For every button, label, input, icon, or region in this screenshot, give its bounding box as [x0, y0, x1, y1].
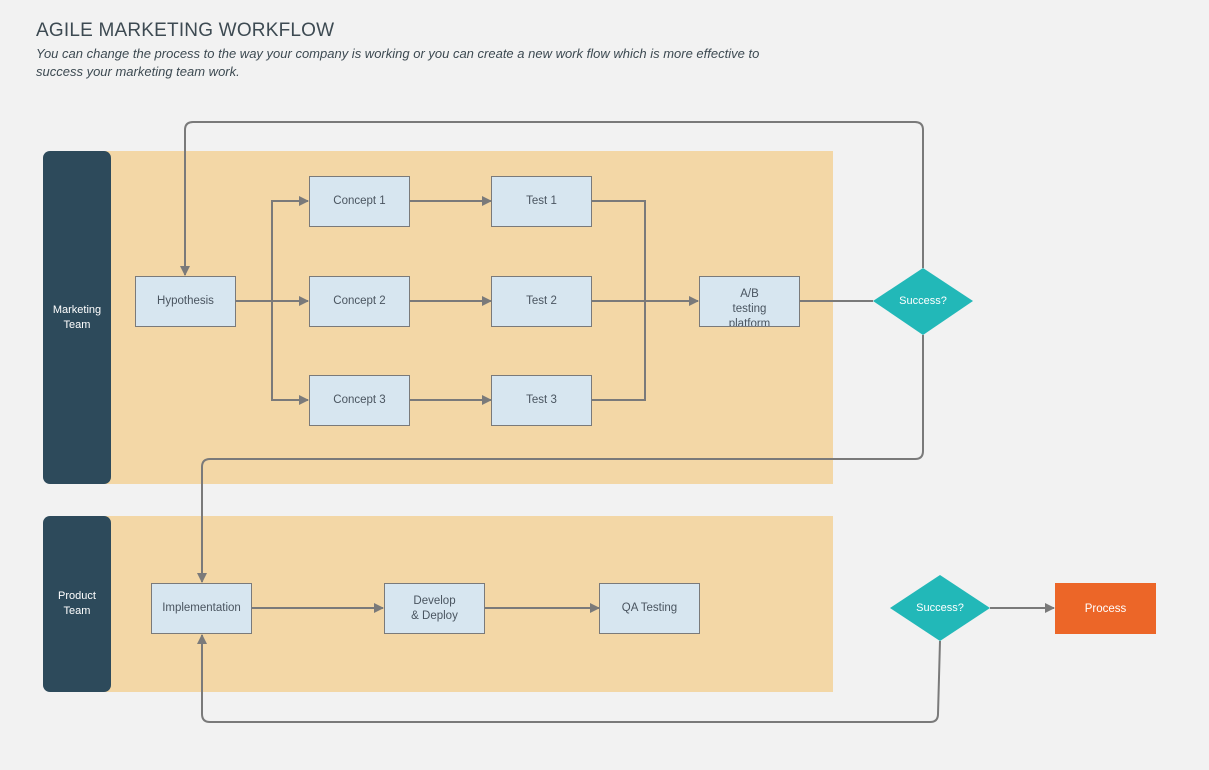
marketing-lane-header: Marketing Team	[43, 151, 111, 484]
test-2-label: Test 2	[526, 295, 557, 307]
implementation-box: Implementation	[151, 583, 252, 634]
product-lane-label: Product Team	[58, 590, 96, 617]
product-lane-header: Product Team	[43, 516, 111, 692]
concept-3-label: Concept 3	[333, 394, 386, 406]
qa-testing-box: QA Testing	[599, 583, 700, 634]
implementation-label: Implementation	[162, 602, 241, 614]
test-3-label: Test 3	[526, 394, 557, 406]
qa-testing-label: QA Testing	[621, 602, 678, 614]
decision-success-2	[890, 575, 990, 641]
concept-2-box: Concept 2	[309, 276, 410, 327]
test-1-box: Test 1	[491, 176, 592, 227]
concept-1-box: Concept 1	[309, 176, 410, 227]
edge-success-loop-hypothesis	[180, 121, 924, 276]
success-2-label: Success?	[916, 602, 964, 614]
decision-success-1	[873, 268, 973, 335]
ab-testing-label: A/B testing platform	[728, 288, 771, 327]
process-box: Process	[1055, 583, 1156, 634]
page-subtitle: You can change the process to the way yo…	[36, 46, 760, 79]
develop-deploy-label: Develop & Deploy	[411, 594, 458, 622]
concept-1-label: Concept 1	[333, 195, 386, 207]
page-title: AGILE MARKETING WORKFLOW	[36, 20, 335, 41]
edge-success-implementation	[197, 335, 924, 583]
test-3-box: Test 3	[491, 375, 592, 426]
ab-testing-box: A/B testing platform	[699, 276, 800, 327]
hypothesis-box: Hypothesis	[135, 276, 236, 327]
process-label: Process	[1084, 602, 1127, 615]
hypothesis-label: Hypothesis	[157, 295, 214, 307]
concept-3-box: Concept 3	[309, 375, 410, 426]
test-1-label: Test 1	[526, 195, 557, 207]
edge-hypothesis-concept1	[271, 196, 309, 301]
test-2-box: Test 2	[491, 276, 592, 327]
develop-deploy-box: Develop & Deploy	[384, 583, 485, 634]
concept-2-label: Concept 2	[333, 295, 386, 307]
success-1-label: Success?	[899, 295, 947, 307]
edge-success2-loop-implementation	[197, 634, 941, 723]
marketing-lane-label: Marketing Team	[52, 303, 102, 331]
edge-hypothesis-concept3	[271, 301, 309, 405]
